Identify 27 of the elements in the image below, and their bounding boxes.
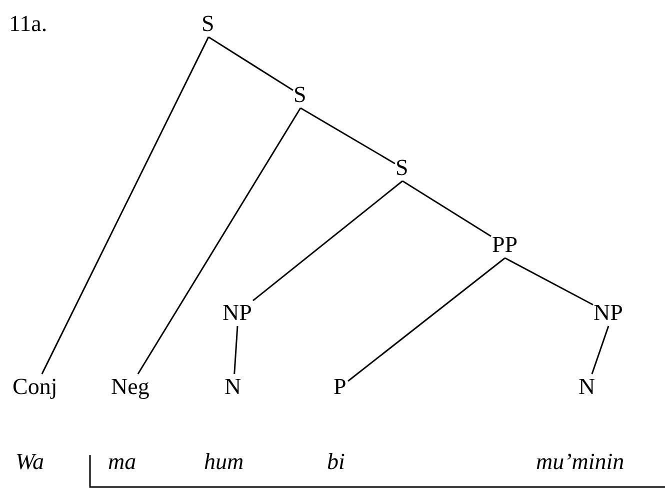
tree-branch	[348, 257, 506, 382]
tree-branch	[208, 36, 294, 91]
tree-node-label: PP	[491, 232, 519, 258]
tree-node-label: NP	[592, 300, 624, 326]
tree-branch	[41, 36, 210, 374]
tree-node-label: P	[332, 374, 348, 400]
tree-branch	[137, 108, 302, 374]
gloss-word: bi	[326, 449, 346, 475]
gloss-word: mu’minin	[535, 449, 626, 475]
tree-branch	[300, 107, 396, 164]
tree-branch	[402, 180, 492, 237]
tree-node-label: S	[394, 155, 410, 181]
tree-branch	[591, 326, 610, 374]
tree-node-label: N	[578, 374, 596, 400]
tree-node-label: S	[200, 11, 216, 37]
tree-branch	[234, 326, 238, 374]
tree-node-label: S	[292, 82, 308, 108]
tree-node-label: Conj	[12, 374, 58, 400]
gloss-word: hum	[203, 449, 245, 475]
tree-node-label: NP	[222, 300, 253, 326]
example-number: 11a.	[8, 11, 48, 37]
tree-node-label: N	[224, 374, 242, 400]
tree-node-label: Neg	[110, 374, 150, 400]
gloss-word: Wa	[14, 449, 46, 475]
tree-branch	[504, 257, 594, 306]
tree-branch	[252, 180, 403, 302]
gloss-word: ma	[107, 449, 138, 475]
